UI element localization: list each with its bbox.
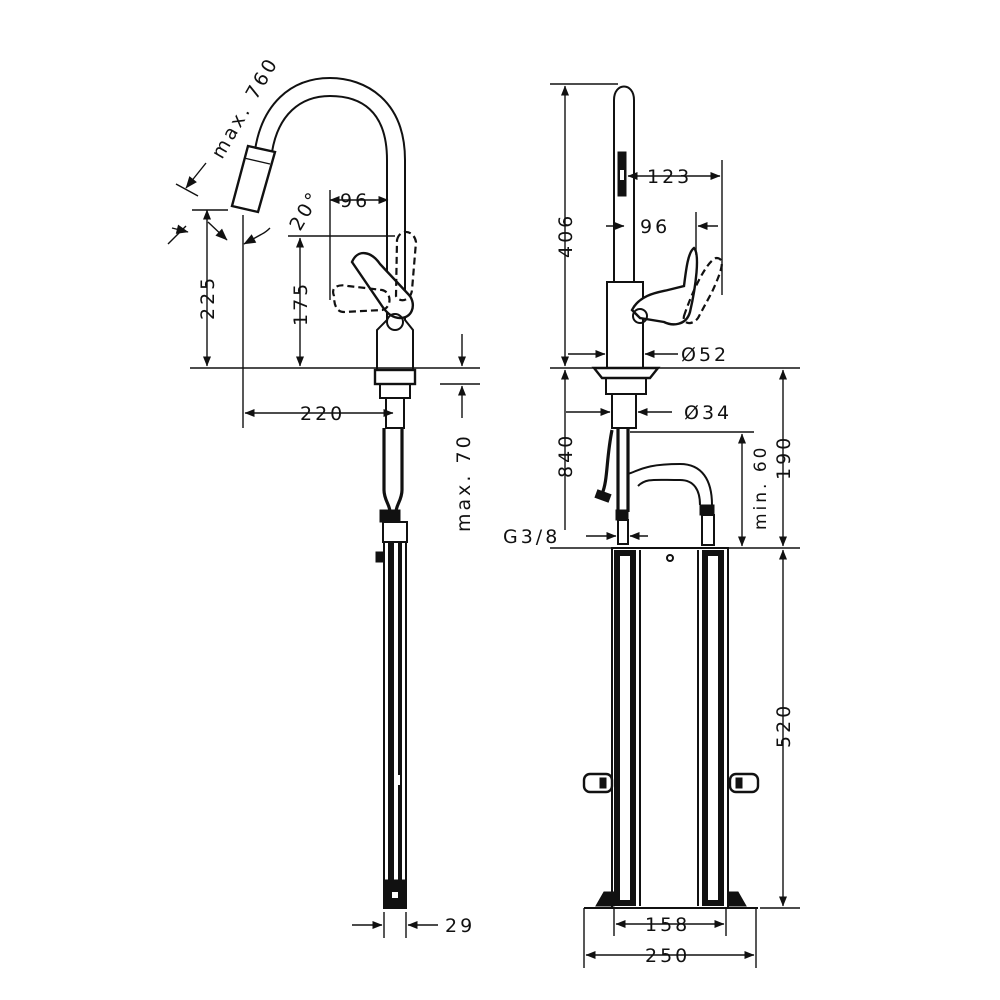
supply-hose-b — [394, 428, 404, 513]
dim-123: 123 — [647, 166, 692, 188]
dim-max-70: max. 70 — [453, 433, 475, 532]
dim-96-left: 96 — [340, 190, 370, 212]
hose-guide-pipe — [383, 541, 407, 909]
bracket-left — [582, 772, 614, 794]
cold-water-pipe — [627, 462, 713, 506]
dim-220: 220 — [300, 403, 345, 425]
dim-840: 840 — [555, 433, 577, 478]
bracket-right — [728, 772, 760, 794]
front-lever — [630, 246, 699, 326]
dim-dia34: Ø34 — [684, 402, 732, 424]
front-body — [606, 281, 644, 369]
lever-handle — [350, 252, 414, 320]
dim-190: 190 — [773, 435, 795, 480]
side-view: max. 760 20° 96 225 175 220 max. 70 29 — [167, 53, 480, 938]
supply-hose-a — [382, 428, 392, 513]
dim-406: 406 — [555, 213, 577, 258]
front-view: 406 123 96 Ø52 Ø34 840 190 min. 60 G3/8 … — [503, 83, 800, 968]
spray-head — [230, 144, 277, 214]
spout-inner — [271, 94, 388, 232]
front-spout — [613, 85, 635, 282]
dim-158: 158 — [645, 914, 690, 936]
dim-min-60: min. 60 — [751, 445, 771, 531]
dim-225: 225 — [197, 275, 219, 320]
dim-dia52: Ø52 — [681, 344, 729, 366]
dim-175: 175 — [290, 281, 312, 326]
dim-29: 29 — [445, 915, 475, 937]
dim-g38: G3/8 — [503, 526, 560, 548]
handle-alt-back — [332, 284, 391, 314]
dim-520: 520 — [773, 703, 795, 748]
dim-250: 250 — [645, 945, 690, 967]
dim-96-right: 96 — [640, 216, 670, 238]
spout-outer — [254, 76, 406, 232]
dim-angle-20: 20° — [285, 187, 325, 235]
